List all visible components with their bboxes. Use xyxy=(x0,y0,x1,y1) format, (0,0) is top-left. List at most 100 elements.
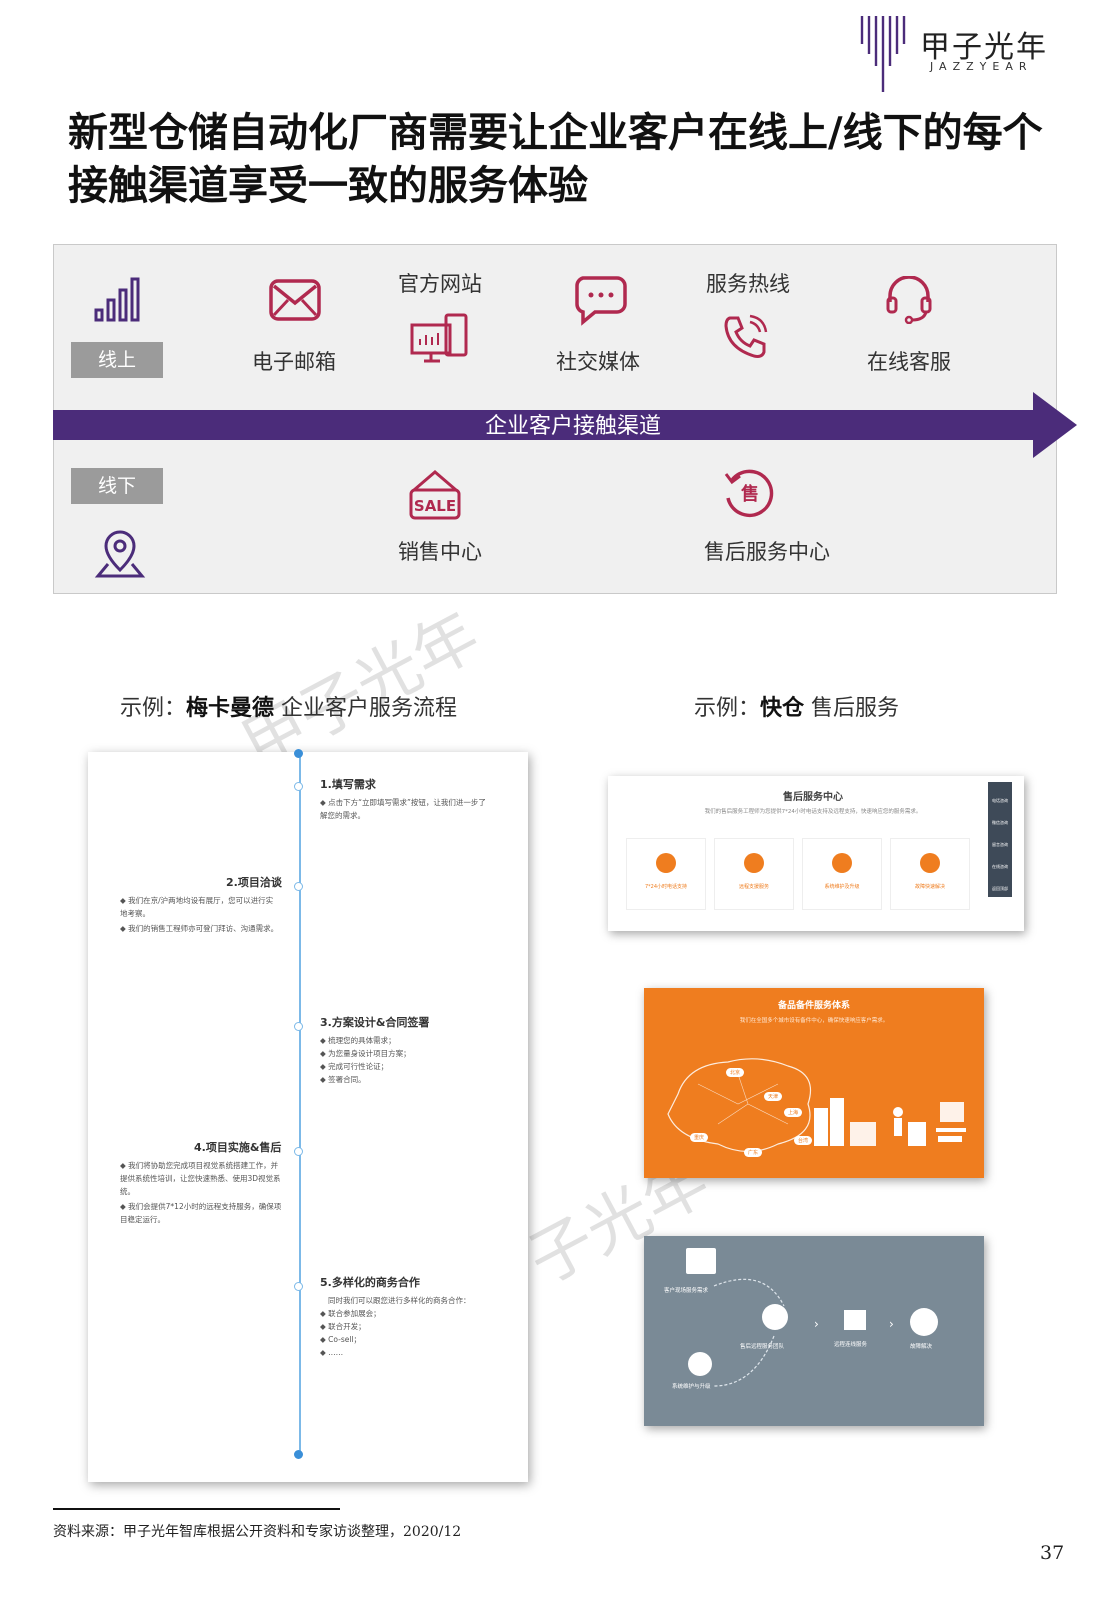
card2-city: 天津 xyxy=(764,1092,783,1101)
phone-icon xyxy=(724,314,768,358)
card1-sidebar: 电话咨询 微信咨询 留言咨询 在线咨询 返回顶部 xyxy=(988,782,1012,897)
svg-text:SALE: SALE xyxy=(414,497,456,515)
card1-item: 系统维护及升级 xyxy=(802,838,882,910)
card1-item: 7*24小时电话支持 xyxy=(626,838,706,910)
headset-icon xyxy=(886,276,932,324)
card3-node-label: 故障解决 xyxy=(910,1344,933,1350)
card1-item: 远程支援服务 xyxy=(714,838,794,910)
offline-tag: 线下 xyxy=(71,468,163,504)
card3-node-label: 售后远程服务团队 xyxy=(740,1344,785,1350)
service-flow-screenshot: 1.填写需求 ◆ 点击下方“立即填写需求”按钮，让我们进一步了解您的需求。 2.… xyxy=(88,749,528,1482)
card3-node-label: 系统维护与升级 xyxy=(672,1384,711,1390)
flow-step-title: 4.项目实施&售后 xyxy=(194,1141,282,1154)
card1-item-label: 7*24小时电话支持 xyxy=(644,884,688,890)
card1-side-item: 在线咨询 xyxy=(992,864,1008,869)
card1-desc: 我们的售后服务工程师为您提供7*24小时电话支持及远程支持，快速响应您的服务需求… xyxy=(704,809,922,815)
card1-side-item: 电话咨询 xyxy=(992,798,1008,803)
after-sale-icon: 售 xyxy=(724,469,774,518)
brand-name-en: JAZZYEAR xyxy=(930,60,1033,73)
card1-title: 售后服务中心 xyxy=(783,792,843,803)
flow-step-bullet: ◆ 我们将协助您完成项目视觉系统搭建工作，并提供系统性培训，让您快速熟悉、使用3… xyxy=(120,1161,281,1196)
source-note: 资料来源：甲子光年智库根据公开资料和专家访谈整理，2020/12 xyxy=(53,1524,462,1540)
footer-divider xyxy=(53,1508,340,1510)
flow-step-bullet: ◆ 点击下方“立即填写需求”按钮，让我们进一步了解您的需求。 xyxy=(320,798,486,820)
timeline-dot xyxy=(294,749,303,758)
channel-label-email: 电子邮箱 xyxy=(252,350,336,374)
card1-item-icon xyxy=(920,853,940,873)
china-map-icon xyxy=(667,1058,812,1153)
flow-timeline xyxy=(299,752,301,1452)
timeline-dot xyxy=(294,1147,303,1156)
card1-item: 故障快速解决 xyxy=(890,838,970,910)
svg-text:›: › xyxy=(889,1317,894,1331)
example-right-suffix: 售后服务 xyxy=(804,696,900,721)
mail-icon xyxy=(269,279,321,321)
flow-step-bullet: ◆ 梳理您的具体需求； xyxy=(320,1036,396,1045)
flow-step-title: 1.填写需求 xyxy=(320,778,376,791)
card1-item-icon xyxy=(656,853,676,873)
channel-arrow-label: 企业客户接触渠道 xyxy=(484,414,661,439)
card2-city: 广东 xyxy=(744,1148,763,1157)
remote-service-screenshot: › › 客户现场服务需求 售后远程服务团队 远程连线服务 故障解决 系统维护与升… xyxy=(644,1236,984,1426)
channel-label-sales-center: 销售中心 xyxy=(398,540,482,564)
online-tag: 线上 xyxy=(71,342,163,378)
channel-label-hotline: 服务热线 xyxy=(706,272,790,296)
location-pin-icon xyxy=(94,530,146,578)
flow-step-bullet: ◆ 联合开发； xyxy=(320,1322,366,1331)
card2-desc: 我们在全国多个城市设有备件中心，确保快速响应客户需求。 xyxy=(739,1018,889,1024)
brand-logo-icon xyxy=(860,16,906,92)
example-right-label: 示例：快仓 售后服务 xyxy=(694,690,899,722)
brand-name: 甲子光年 xyxy=(920,30,1048,65)
card2-title: 备品备件服务体系 xyxy=(777,1001,850,1011)
flow-step-bullet: ◆ 联合参加展会； xyxy=(320,1309,381,1318)
timeline-dot xyxy=(294,1022,303,1031)
sale-sign-icon: SALE xyxy=(409,470,461,520)
channel-label-after-sales-center: 售后服务中心 xyxy=(704,540,830,564)
card2-city: 重庆 xyxy=(690,1133,709,1142)
channel-arrow xyxy=(53,392,1077,458)
channel-label-website: 官方网站 xyxy=(398,272,482,296)
page-number: 37 xyxy=(1040,1542,1065,1564)
timeline-dot xyxy=(294,1450,303,1459)
flow-step-bullet: ◆ 完成可行性论证； xyxy=(320,1062,389,1071)
card1-item-label: 远程支援服务 xyxy=(738,884,769,890)
flow-step-bullet: 同时我们可以跟您进行多样化的商务合作： xyxy=(328,1296,471,1305)
flow-step-bullet: ◆ …… xyxy=(320,1348,344,1357)
flow-step-bullet: ◆ 我们会提供7*12小时的远程支持服务，确保项目稳定运行。 xyxy=(120,1202,282,1224)
card1-item-icon xyxy=(744,853,764,873)
after-sales-center-screenshot: 售后服务中心 我们的售后服务工程师为您提供7*24小时电话支持及远程支持，快速响… xyxy=(608,776,1024,931)
timeline-dot xyxy=(294,882,303,891)
svg-text:售: 售 xyxy=(741,483,759,505)
card1-item-icon xyxy=(832,853,852,873)
card1-side-item: 留言咨询 xyxy=(992,842,1008,847)
card1-item-label: 系统维护及升级 xyxy=(824,884,860,890)
signal-bars-icon xyxy=(94,277,140,322)
channel-label-social: 社交媒体 xyxy=(556,350,640,374)
card3-node-label: 远程连线服务 xyxy=(834,1342,868,1348)
card3-node-label: 客户现场服务需求 xyxy=(664,1288,709,1294)
flow-step-bullet: ◆ 我们的销售工程师亦可登门拜访、沟通需求。 xyxy=(120,924,279,933)
warehouse-logistics-icon xyxy=(814,1098,966,1146)
service-flow-diagram: › › xyxy=(686,1248,938,1387)
example-right-company: 快仓 xyxy=(760,695,805,721)
chat-icon xyxy=(575,276,627,326)
card1-side-item: 返回顶部 xyxy=(992,886,1008,891)
card2-city: 北京 xyxy=(726,1068,745,1077)
flow-step-title: 2.项目洽谈 xyxy=(226,876,282,889)
card2-city: 上海 xyxy=(784,1108,803,1117)
flow-step-bullet: ◆ Co-sell； xyxy=(320,1335,362,1344)
page-title: 新型仓储自动化厂商需要让企业客户在线上/线下的每个接触渠道享受一致的服务体验 xyxy=(68,109,1043,209)
example-left-prefix: 示例： xyxy=(120,696,187,721)
flow-step-title: 5.多样化的商务合作 xyxy=(320,1276,420,1289)
flow-step-bullet: ◆ 签署合同。 xyxy=(320,1075,366,1084)
flow-step-bullet: ◆ 为您量身设计项目方案； xyxy=(320,1049,411,1058)
card1-item-label: 故障快速解决 xyxy=(914,884,945,890)
card1-side-item: 微信咨询 xyxy=(992,820,1008,825)
example-left-label: 示例：梅卡曼德 企业客户服务流程 xyxy=(120,690,457,722)
flow-step-title: 3.方案设计&合同签署 xyxy=(320,1016,430,1029)
example-left-company: 梅卡曼德 xyxy=(186,695,275,721)
timeline-dot xyxy=(294,782,303,791)
svg-text:›: › xyxy=(814,1317,819,1331)
channel-label-online-service: 在线客服 xyxy=(867,350,951,374)
website-icon xyxy=(410,313,468,363)
